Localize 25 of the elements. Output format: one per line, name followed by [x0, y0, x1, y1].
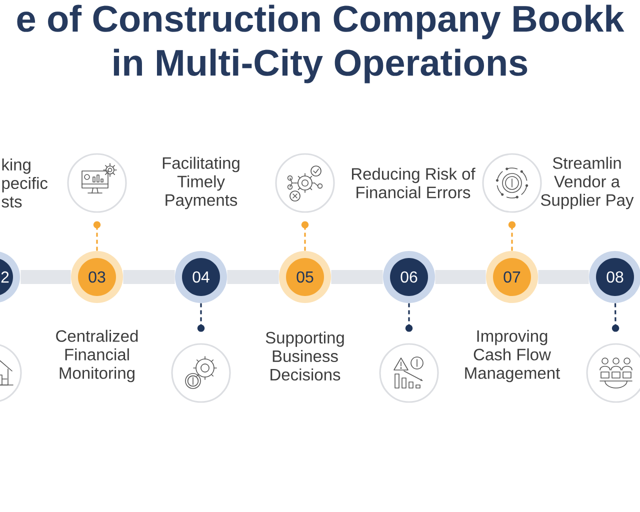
icon-circle — [379, 343, 439, 403]
step-caption: Centralized Financial Monitoring — [56, 330, 138, 382]
timeline-bar — [331, 270, 383, 284]
timeline-bar — [227, 270, 279, 284]
step-caption: Supporting Business Decisions — [266, 331, 344, 381]
step-caption: Streamlin Vendor a Supplier Pay — [540, 156, 634, 210]
step-caption: Improving Cash Flow Management — [465, 330, 560, 382]
timeline-bar — [538, 270, 589, 284]
dashed-connector — [612, 303, 620, 332]
timeline-bar — [123, 270, 175, 284]
dashed-connector — [405, 303, 413, 332]
icon-circle — [482, 153, 542, 213]
dashed-connector — [301, 221, 309, 251]
timeline-bar — [20, 270, 71, 284]
icon-circle — [275, 153, 335, 213]
dashed-connector — [93, 221, 101, 251]
title: e of Construction Company Bookk in Multi-City Operations — [17, 4, 624, 84]
step-caption: Reducing Risk of Financial Errors — [352, 168, 476, 198]
icon-circle — [67, 153, 127, 213]
dashed-connector — [197, 303, 205, 332]
icon-circle — [171, 343, 231, 403]
step-caption: king pecific sts — [2, 158, 48, 208]
step-caption: Facilitating Timely Payments — [162, 156, 240, 210]
dashed-connector — [508, 221, 516, 251]
timeline-bar — [435, 270, 486, 284]
